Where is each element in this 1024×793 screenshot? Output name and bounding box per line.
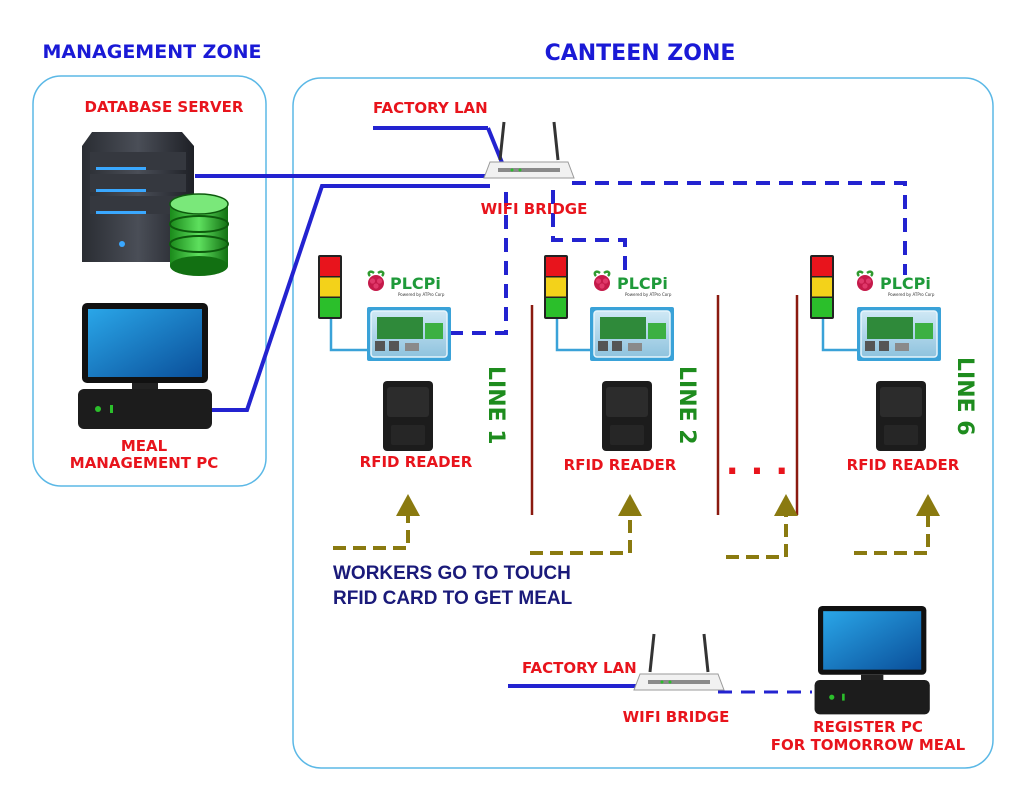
- canteen-zone-title: CANTEEN ZONE: [545, 41, 736, 66]
- raspberry-icon: [855, 270, 875, 293]
- plc-box-icon: [366, 306, 452, 362]
- traffic-light-icon: [544, 255, 568, 319]
- meal-pc-label-line2: MANAGEMENT PC: [70, 454, 218, 472]
- line-1-label: LINE 1: [483, 366, 508, 445]
- rfid-reader-label-2: RFID READER: [564, 456, 677, 474]
- station-line-6: PLCPi Powered by ATPro Corp LINE 6 RFID …: [810, 255, 977, 474]
- factory-lan-bottom-label: FACTORY LAN: [522, 659, 637, 677]
- management-zone-title: MANAGEMENT ZONE: [43, 41, 262, 63]
- workers-note-line2: RFID CARD TO GET MEAL: [333, 588, 573, 609]
- plcpi-logo-sub: Powered by ATPro Corp: [888, 292, 935, 297]
- plcpi-logo: PLCPi: [880, 274, 931, 293]
- more-lines-ellipsis: . . .: [726, 443, 788, 483]
- rfid-reader-icon: [602, 381, 652, 451]
- factory-lan-top-label: FACTORY LAN: [373, 99, 488, 117]
- router-icon-bottom: [632, 632, 726, 692]
- station-line-2: PLCPi Powered by ATPro Corp LINE 2 RFID …: [544, 255, 699, 474]
- plcpi-logo: PLCPi: [390, 274, 441, 293]
- link-line-1: [450, 192, 508, 335]
- canteen-zone-border: [292, 77, 994, 769]
- register-pc-label-line2: FOR TOMORROW MEAL: [771, 736, 966, 754]
- rfid-reader-label-6: RFID READER: [847, 456, 960, 474]
- management-zone-border: [32, 75, 267, 487]
- arrow-icon: [530, 512, 632, 555]
- arrow-icon: [854, 512, 930, 555]
- plcpi-logo-sub: Powered by ATPro Corp: [625, 292, 672, 297]
- worker-arrowheads: [396, 494, 940, 516]
- database-server-label: DATABASE SERVER: [85, 98, 244, 116]
- line-6-label: LINE 6: [952, 357, 977, 436]
- rfid-reader-icon: [876, 381, 926, 451]
- plc-box-icon: [856, 306, 942, 362]
- arrow-icon: [726, 512, 788, 559]
- rfid-reader-icon: [383, 381, 433, 451]
- link-line-6: [572, 181, 907, 275]
- register-pc-label-line1: REGISTER PC: [813, 718, 923, 736]
- raspberry-icon: [592, 270, 612, 293]
- link-line-2: [551, 190, 627, 278]
- traffic-light-icon: [810, 255, 834, 319]
- line-dividers: [530, 295, 799, 515]
- rfid-reader-label-1: RFID READER: [360, 453, 473, 471]
- dashed-network-lines: [450, 181, 907, 694]
- meal-pc-link-line: [210, 184, 490, 412]
- plcpi-logo: PLCPi: [617, 274, 668, 293]
- worker-arrows: [333, 512, 930, 559]
- wifi-bridge-top-label: WIFI BRIDGE: [481, 200, 588, 218]
- line-2-label: LINE 2: [674, 366, 699, 445]
- wifi-bridge-bottom-label: WIFI BRIDGE: [623, 708, 730, 726]
- monitor-icon: [78, 303, 212, 429]
- plc-box-icon: [589, 306, 675, 362]
- traffic-light-icon: [318, 255, 342, 319]
- workers-note-line1: WORKERS GO TO TOUCH: [333, 563, 571, 584]
- raspberry-icon: [366, 270, 386, 293]
- register-pc-icon: [814, 606, 930, 715]
- arrow-icon: [333, 512, 410, 550]
- plcpi-logo-sub: Powered by ATPro Corp: [398, 292, 445, 297]
- server-icon: [82, 132, 194, 262]
- database-icon: [169, 193, 229, 276]
- station-line-1: PLCPi Powered by ATPro Corp LINE 1 RFID …: [318, 255, 508, 471]
- meal-pc-label-line1: MEAL: [121, 437, 168, 455]
